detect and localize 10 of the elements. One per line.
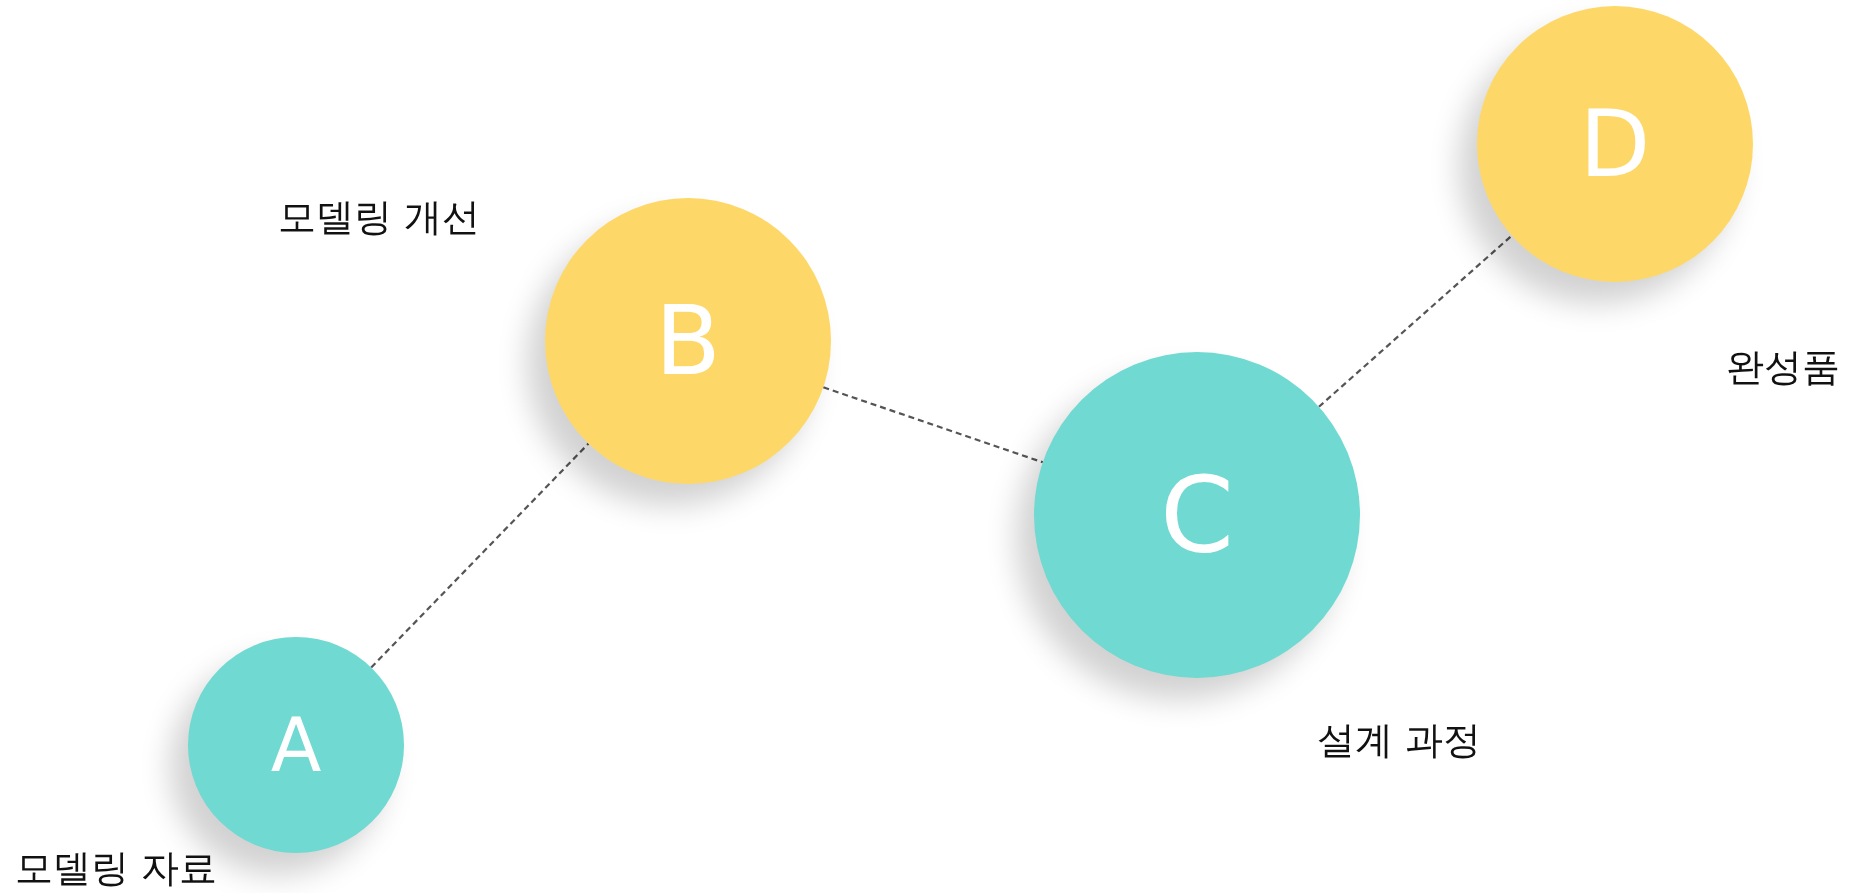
dashed-connector [1318, 234, 1513, 408]
node-label: 설계 과정 [1317, 717, 1482, 764]
dashed-connector [370, 442, 590, 669]
circle-node: D [1477, 6, 1753, 282]
dashed-connector [822, 386, 1044, 464]
node-label: 모델링 개선 [278, 194, 481, 241]
circle-node: B [545, 198, 831, 484]
circle-node: C [1034, 352, 1360, 678]
node-label: 완성품 [1726, 344, 1840, 391]
circle-node: A [188, 637, 404, 853]
